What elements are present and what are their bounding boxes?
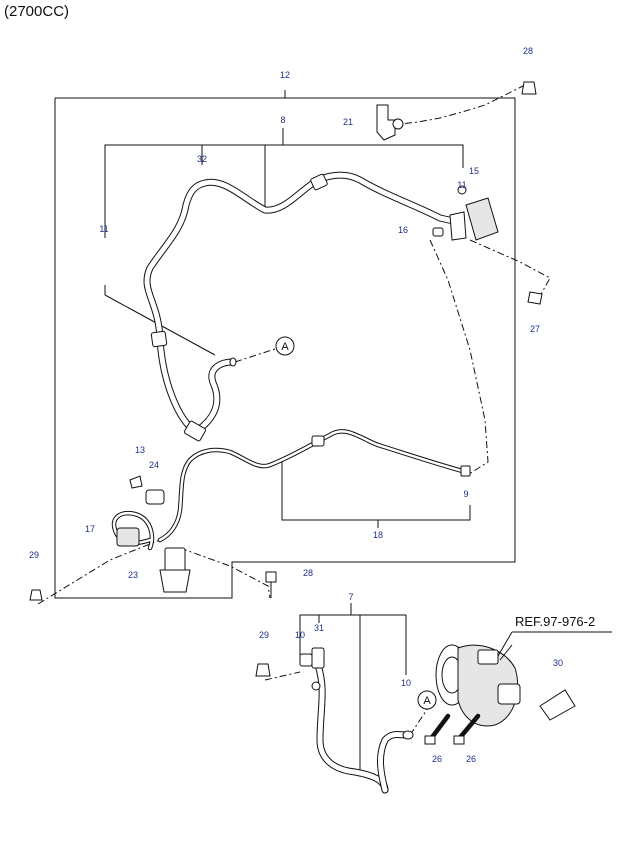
part-number-15: 15 [469, 166, 479, 176]
part-number-28-top: 28 [523, 46, 533, 56]
part-number-10-left: 10 [295, 630, 305, 640]
expansion-valve-cluster [111, 475, 191, 593]
part-number-31: 31 [314, 623, 324, 633]
part-number-10-right: 10 [401, 678, 411, 688]
part-number-30: 30 [553, 658, 563, 668]
part-number-7: 7 [348, 592, 353, 602]
part-number-13: 13 [135, 445, 145, 455]
engine-label: (2700CC) [4, 3, 70, 20]
callout-a-upper: A [275, 336, 295, 356]
part-number-27: 27 [530, 324, 540, 334]
leader-lines [37, 84, 551, 736]
bracket-7 [299, 603, 407, 770]
reference-label: REF.97-976-2 [515, 614, 595, 629]
label-30 [539, 689, 576, 721]
part-number-11-left: 11 [99, 224, 108, 234]
part-number-21: 21 [343, 117, 353, 127]
part-number-29-left: 29 [29, 550, 39, 560]
clip-15 [432, 185, 499, 241]
reference-pointer [497, 631, 612, 657]
liquid-tube-middle [157, 429, 471, 543]
part-number-9: 9 [463, 489, 468, 499]
part-number-23: 23 [128, 570, 138, 580]
part-number-29-lower: 29 [259, 630, 269, 640]
part-number-18: 18 [373, 530, 383, 540]
suction-hose-upper [143, 171, 462, 442]
callout-a-lower-label: A [423, 695, 431, 707]
bracket-21 [376, 104, 404, 141]
compressor [435, 644, 521, 727]
callout-a-upper-label: A [281, 341, 289, 353]
part-number-26-a: 26 [432, 754, 442, 764]
part-number-28-mid: 28 [303, 568, 313, 578]
part-number-17: 17 [85, 524, 95, 534]
bolts [29, 81, 543, 677]
discharge-hose-lower [299, 647, 414, 794]
part-number-12: 12 [280, 70, 290, 80]
part-number-26-b: 26 [466, 754, 476, 764]
part-number-32: 32 [197, 154, 207, 164]
part-number-8: 8 [280, 115, 285, 125]
bracket-18 [281, 458, 471, 528]
callout-a-lower: A [417, 690, 437, 710]
assembly-frame-12 [54, 90, 516, 599]
part-number-24: 24 [149, 460, 159, 470]
part-number-16: 16 [398, 225, 408, 235]
bolts-26 [424, 713, 481, 745]
part-number-11-right: 11 [457, 180, 466, 190]
